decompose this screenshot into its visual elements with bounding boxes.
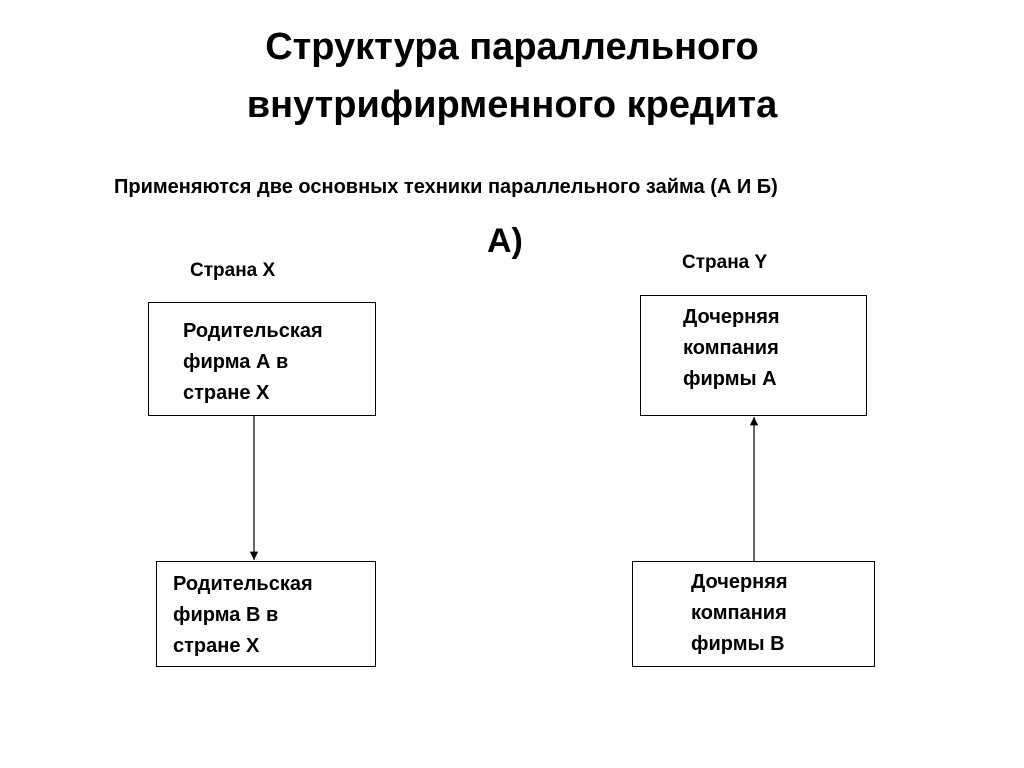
subsidiary-a-box [640, 295, 867, 416]
parent-firm-a-box [148, 302, 376, 416]
subsidiary-b-text: Дочерняя компания фирмы В [691, 571, 788, 655]
parent-firm-a-text: Родительская фирма А в стране X [183, 320, 323, 404]
country-x-label: Страна X [190, 260, 276, 281]
subsidiary-a-text: Дочерняя компания фирмы А [683, 306, 780, 390]
subsidiary-b-box [632, 561, 875, 667]
country-y-label: Страна Y [682, 252, 768, 273]
slide-title-line-1: Структура параллельного [265, 26, 759, 68]
slide-subtitle: Применяются две основных техники паралле… [114, 176, 778, 198]
parent-firm-b-box [156, 561, 376, 667]
variant-label: А) [487, 222, 523, 260]
slide-title-line-2: внутрифирменного кредита [246, 84, 778, 126]
slide-title: Структура параллельного внутрифирменного… [0, 18, 1024, 134]
parent-firm-b-text: Родительская фирма В в стране X [173, 573, 313, 657]
